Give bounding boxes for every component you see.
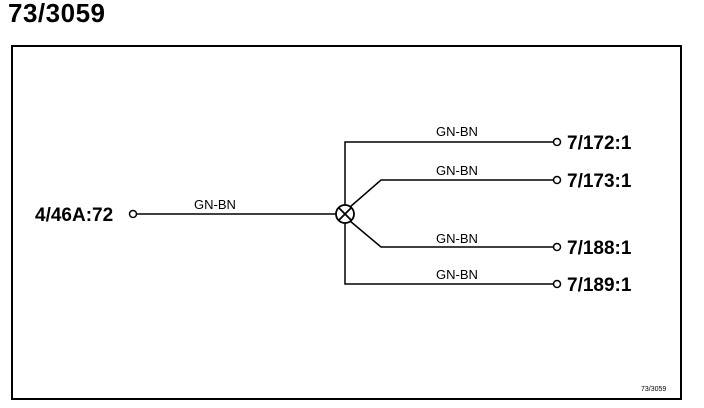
splice-node (335, 204, 355, 224)
branch-connector-label-1: 7/172:1 (567, 133, 632, 154)
diagram-frame (11, 45, 682, 400)
branch-terminal-3 (552, 242, 562, 252)
branch-connector-label-2: 7/173:1 (567, 171, 632, 192)
branch-wire-color-4: GN-BN (436, 267, 478, 282)
source-connector-label: 4/46A:72 (35, 205, 113, 226)
diagram-title: 73/3059 (8, 0, 106, 28)
branch-wire-color-2: GN-BN (436, 163, 478, 178)
branch-terminal-1 (552, 137, 562, 147)
branch-connector-label-3: 7/188:1 (567, 238, 632, 259)
branch-wire-color-3: GN-BN (436, 231, 478, 246)
branch-wire-3 (349, 220, 553, 248)
source-wire-color: GN-BN (194, 197, 236, 212)
branch-connector-label-4: 7/189:1 (567, 275, 632, 296)
source-terminal (128, 209, 138, 219)
branch-terminal-2 (552, 175, 562, 185)
corner-reference: 73/3059 (641, 386, 666, 393)
branch-wire-2 (349, 179, 553, 208)
branch-terminal-4 (552, 279, 562, 289)
branch-wire-color-1: GN-BN (436, 124, 478, 139)
branch-wire-1 (344, 141, 553, 205)
branch-wire-4 (344, 223, 553, 285)
